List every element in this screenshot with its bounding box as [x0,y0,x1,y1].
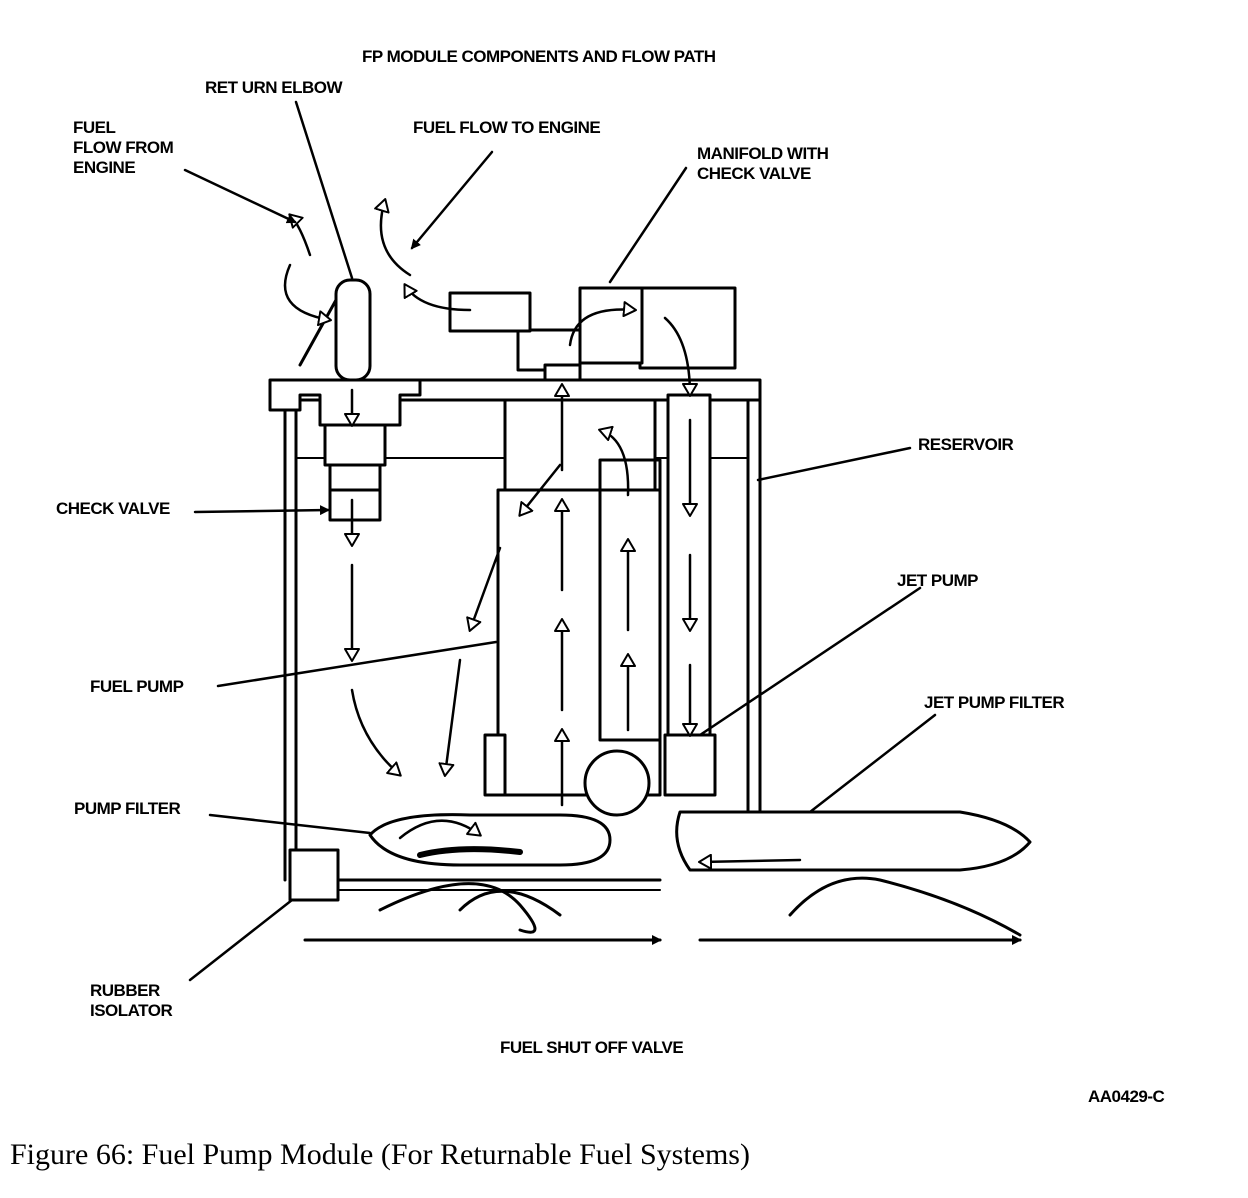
leader-fuel-to-engine [410,150,494,250]
label-jet-pump-filter: JET PUMP FILTER [924,693,1065,712]
leader-rubber-isolator [188,898,294,982]
leader-return-elbow [294,100,354,280]
check-valve-shape [323,423,387,522]
label-reservoir: RESERVOIR [918,435,1014,454]
shut-off-valve-flow [303,876,1022,945]
leader-check-valve [193,505,330,516]
label-manifold-with-check-valve: MANIFOLD WITH CHECK VALVE [697,144,829,183]
label-fuel-from-engine: FUEL FLOW FROM ENGINE [73,118,174,177]
leader-jet-pump-filter [808,713,937,814]
leader-reservoir [756,446,912,482]
figure-caption: Figure 66: Fuel Pump Module (For Returna… [10,1138,750,1171]
pump-filter-shape [368,813,612,867]
figure-code: AA0429-C [1088,1087,1165,1106]
leader-manifold [608,166,688,284]
rubber-isolator-shape [288,848,340,902]
return-elbow-shape [268,278,422,427]
leader-pump-filter [208,813,372,835]
label-fuel-to-engine: FUEL FLOW TO ENGINE [413,118,601,137]
label-rubber-isolator: RUBBER ISOLATOR [90,981,173,1020]
flow-arrows [283,198,802,870]
label-check-valve: CHECK VALVE [56,499,170,518]
diagram-title: FP MODULE COMPONENTS AND FLOW PATH [362,47,716,66]
leader-fuel-pump [216,640,498,688]
jet-pump-filter-shape [675,810,1032,872]
leader-jet-pump [698,586,922,737]
fuel-pump-body [483,398,662,797]
label-fuel-shut-off-valve: FUEL SHUT OFF VALVE [500,1038,684,1057]
label-jet-pump: JET PUMP [897,571,979,590]
label-return-elbow: RET URN ELBOW [205,78,343,97]
jet-pump-body [583,749,651,817]
leader-lines [183,100,937,982]
leader-fuel-from-engine [183,168,297,224]
label-fuel-pump: FUEL PUMP [90,677,184,696]
manifold-shape [448,286,737,382]
label-pump-filter: PUMP FILTER [74,799,181,818]
